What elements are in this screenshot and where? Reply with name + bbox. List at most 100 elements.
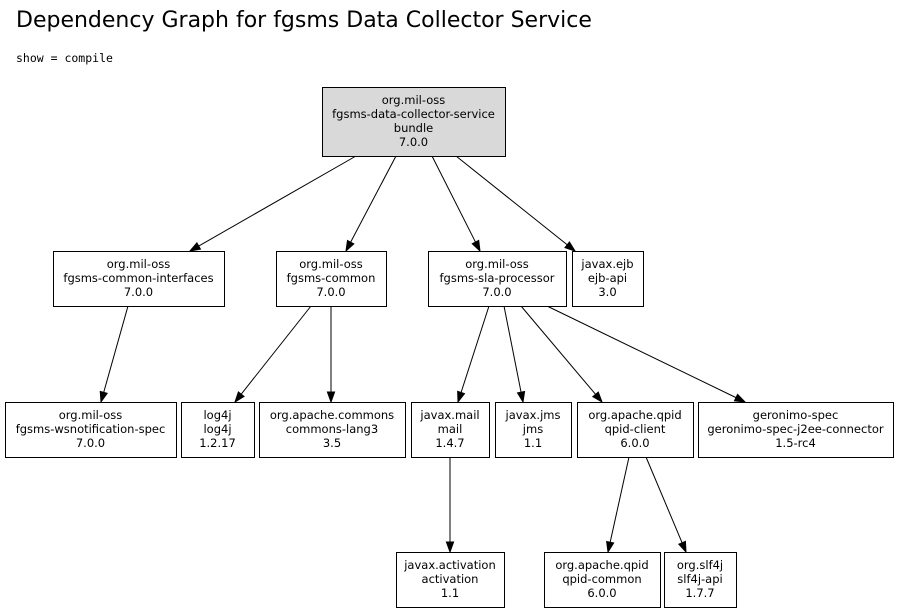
node-label: javax.jms: [505, 408, 561, 422]
edge-line: [460, 305, 490, 393]
node-version: 1.2.17: [199, 436, 236, 450]
node-label: fgsms-sla-processor: [439, 271, 554, 285]
node-version: 1.7.7: [685, 586, 714, 600]
arrowhead-icon: [188, 242, 202, 252]
arrowhead-icon: [564, 241, 577, 252]
node-label: javax.mail: [419, 408, 479, 422]
node-label: qpid-client: [605, 422, 666, 436]
node-label: qpid-common: [562, 572, 641, 586]
arrowhead-icon: [234, 391, 245, 404]
node-version: 7.0.0: [482, 285, 511, 299]
node-label: org.mil-oss: [107, 257, 171, 271]
arrowhead-icon: [516, 390, 526, 404]
edge-common-to-log4j: [234, 305, 312, 404]
node-label: commons-lang3: [286, 422, 378, 436]
edge-line: [503, 305, 522, 393]
node-root: org.mil-ossfgsms-data-collector-serviceb…: [322, 87, 506, 157]
node-box: [259, 402, 406, 458]
edge-common-to-commons-lang3: [326, 306, 336, 404]
node-label: org.mil-oss: [382, 93, 446, 107]
node-label: javax.ejb: [580, 257, 633, 271]
node-version: 1.5-rc4: [775, 436, 816, 450]
edge-root-to-sla-processor: [431, 155, 481, 253]
edge-line: [645, 456, 683, 543]
node-label: mail: [438, 422, 463, 436]
arrowhead-icon: [326, 391, 336, 404]
node-version: 1.4.7: [435, 436, 464, 450]
edge-root-to-common-interfaces: [188, 155, 357, 252]
node-box: [428, 251, 567, 307]
node-box: [396, 552, 505, 608]
node-label: javax.activation: [403, 558, 496, 572]
edge-line: [455, 155, 568, 246]
edge-qpid-client-to-qpid-common: [606, 456, 630, 554]
node-label: org.apache.commons: [270, 408, 394, 422]
edge-line: [240, 305, 312, 395]
node-version: 6.0.0: [587, 586, 616, 600]
node-label: fgsms-wsnotification-spec: [16, 422, 166, 436]
node-label: log4j: [203, 408, 231, 422]
node-box: [495, 402, 572, 458]
node-box: [664, 552, 737, 608]
edge-sla-processor-to-mail: [457, 305, 490, 404]
scope-filter-label: show = compile: [16, 51, 113, 65]
edge-qpid-client-to-slf4j-api: [645, 456, 687, 554]
node-label: jms: [522, 422, 543, 436]
node-label: fgsms-common: [287, 271, 376, 285]
arrowhead-icon: [457, 390, 466, 404]
node-box: [276, 251, 387, 307]
node-label: activation: [422, 572, 479, 586]
arrowhead-icon: [606, 540, 615, 554]
edge-mail-to-activation: [445, 457, 455, 554]
edge-line: [103, 305, 129, 393]
node-box: [53, 251, 225, 307]
arrowhead-icon: [99, 390, 108, 404]
node-version: 7.0.0: [399, 135, 428, 149]
arrowhead-icon: [677, 540, 687, 554]
node-version: 3.0: [598, 285, 616, 299]
node-j2ee-connector: geronimo-specgeronimo-spec-j2ee-connecto…: [698, 402, 894, 458]
edge-sla-processor-to-jms: [503, 305, 526, 404]
node-version: 7.0.0: [316, 285, 345, 299]
node-label: org.mil-oss: [299, 257, 363, 271]
arrowhead-icon: [471, 239, 481, 253]
edge-line: [198, 155, 357, 247]
arrowhead-icon: [733, 393, 747, 403]
node-wsnotification-spec: org.mil-ossfgsms-wsnotification-spec7.0.…: [5, 402, 177, 458]
node-label: geronimo-spec: [753, 408, 839, 422]
node-label: fgsms-data-collector-service: [332, 107, 495, 121]
node-label: org.apache.qpid: [588, 408, 681, 422]
node-box: [572, 251, 644, 307]
nodes-layer: org.mil-ossfgsms-data-collector-serviceb…: [5, 87, 894, 608]
node-version: 1.1: [524, 436, 542, 450]
node-label: org.apache.qpid: [555, 558, 648, 572]
edge-line: [350, 155, 397, 243]
edge-root-to-ejb-api: [455, 155, 577, 252]
node-box: [411, 402, 490, 458]
node-box: [322, 87, 506, 157]
node-version: 7.0.0: [124, 285, 153, 299]
node-label: slf4j-api: [677, 572, 722, 586]
edge-line: [431, 155, 476, 243]
edge-common-interfaces-to-wsnotification-spec: [99, 305, 129, 404]
edge-line: [520, 305, 596, 395]
edge-line: [609, 456, 630, 543]
node-label: org.mil-oss: [465, 257, 529, 271]
node-label: fgsms-common-interfaces: [63, 271, 213, 285]
edge-sla-processor-to-qpid-client: [520, 305, 603, 404]
edge-root-to-common: [345, 155, 397, 253]
node-box: [181, 402, 255, 458]
node-version: 3.5: [323, 436, 341, 450]
node-version: 6.0.0: [620, 436, 649, 450]
